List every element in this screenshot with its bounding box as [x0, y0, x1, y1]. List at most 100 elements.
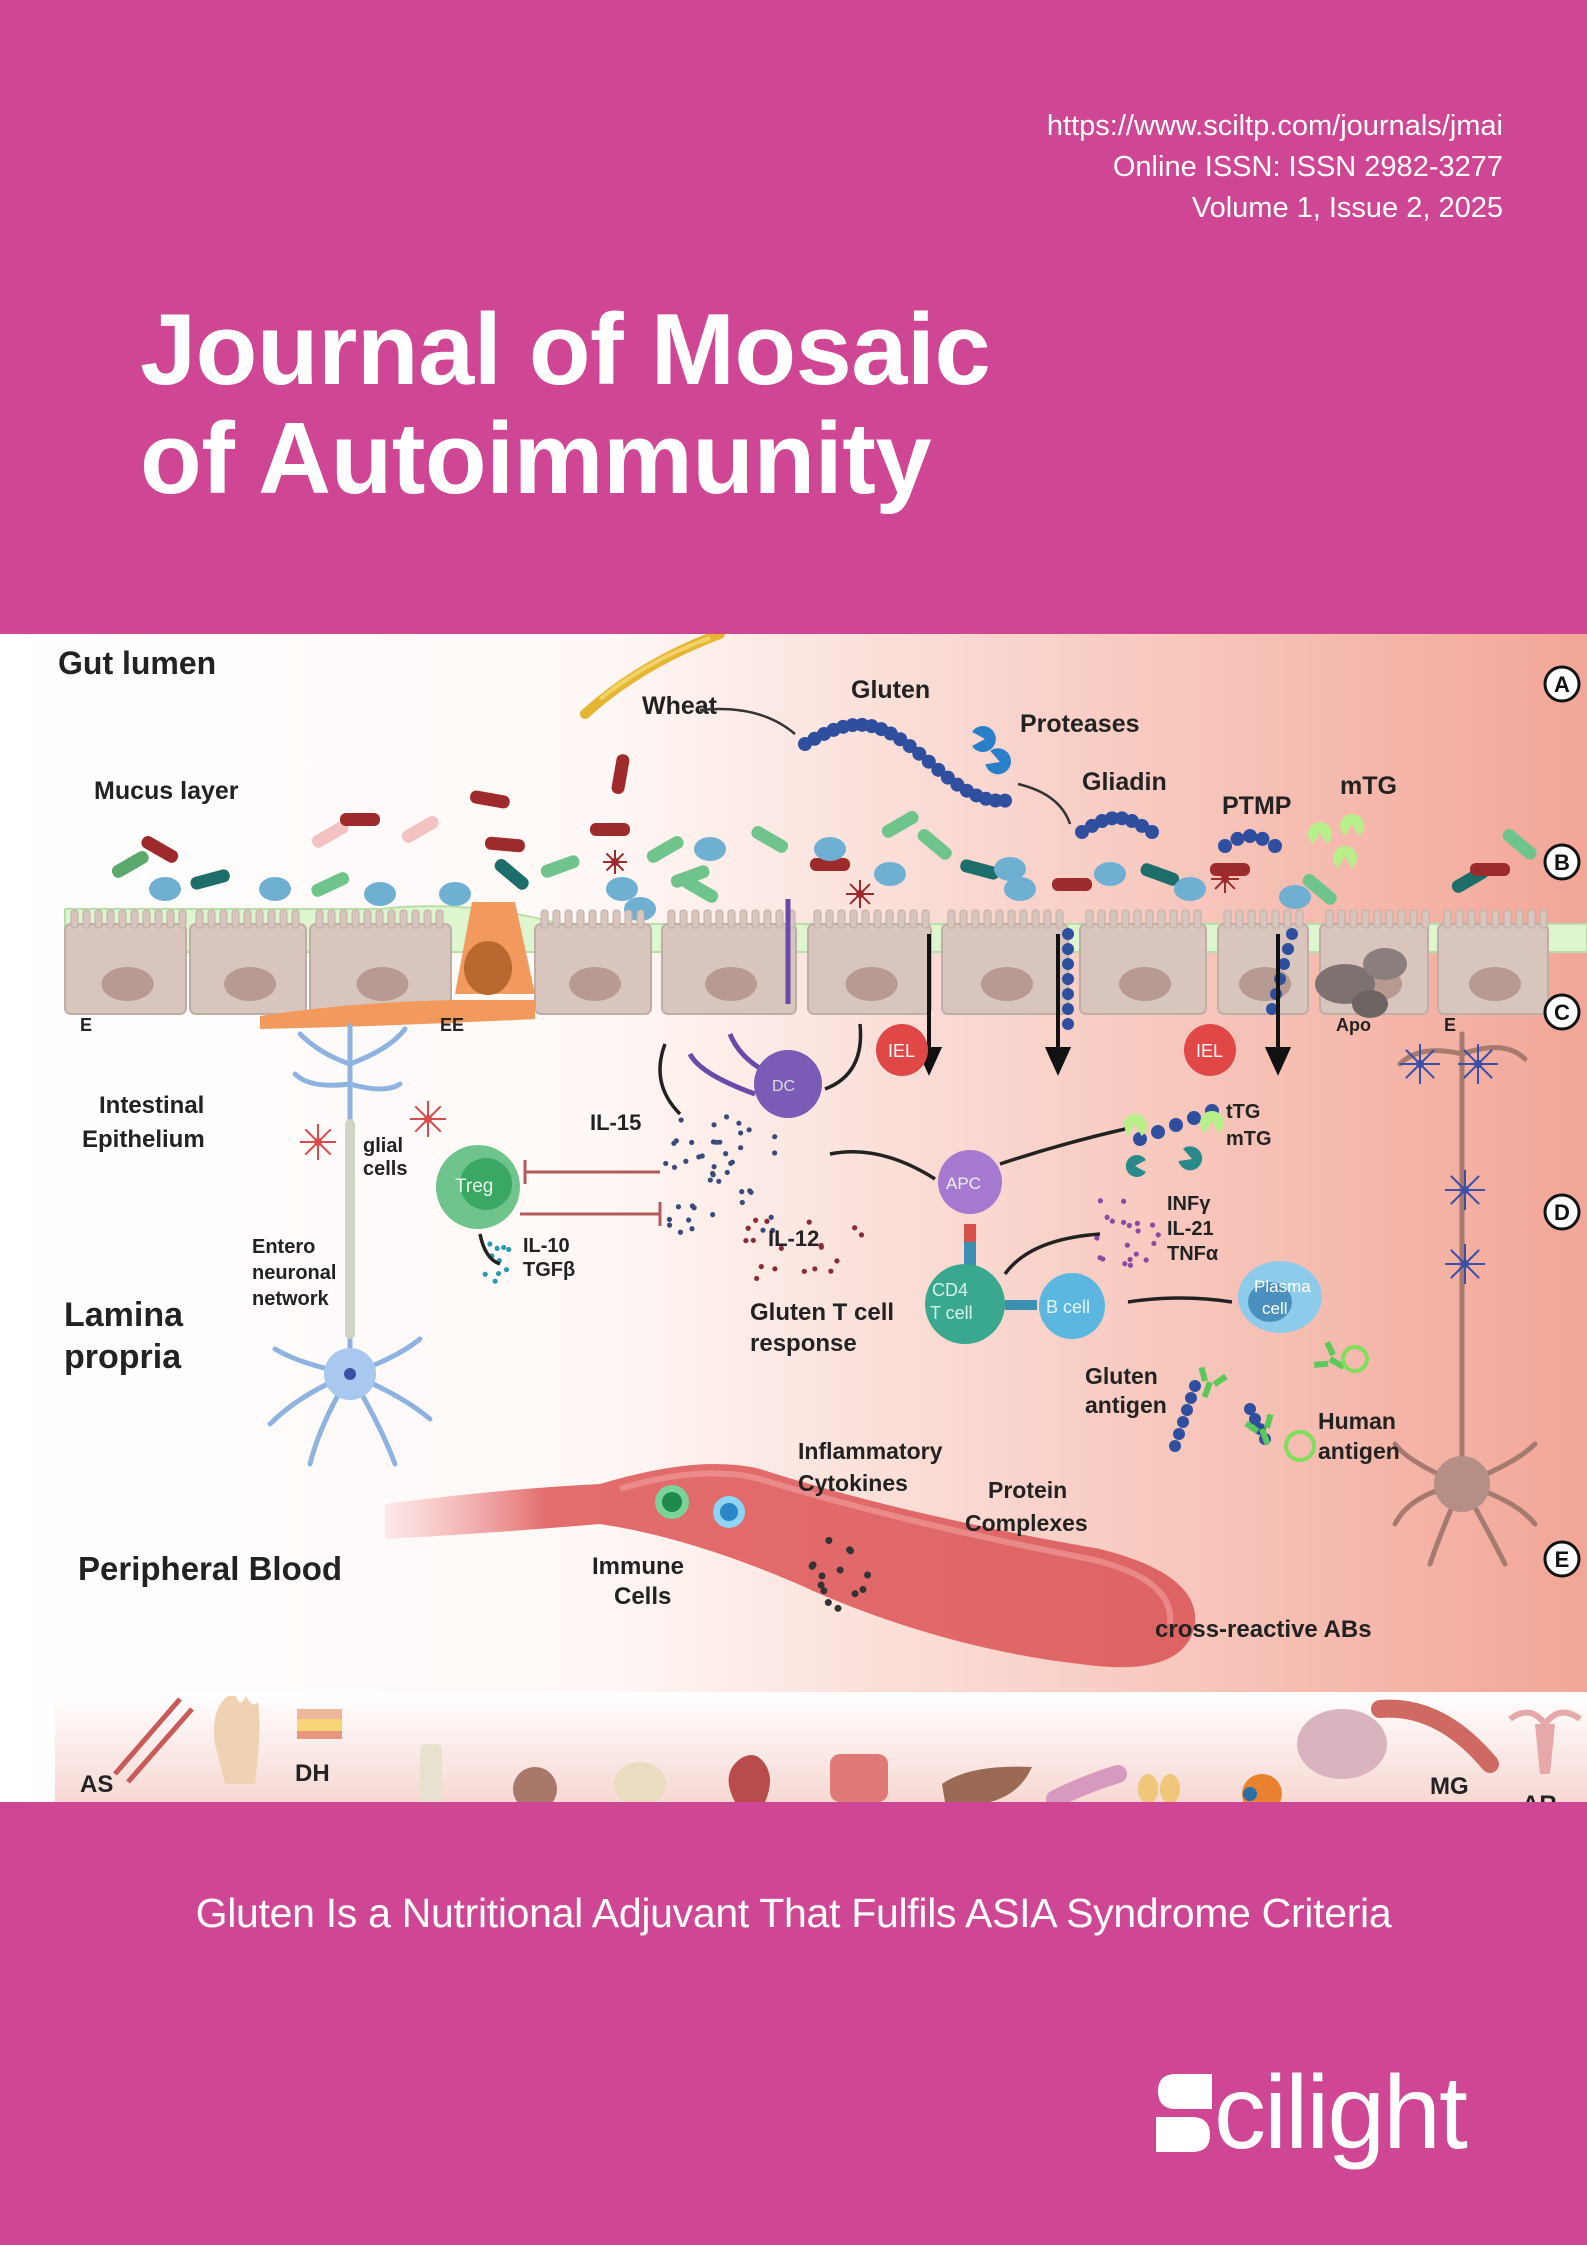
microbe: [1004, 877, 1036, 901]
cytokine: [711, 1122, 717, 1128]
label-network: network: [252, 1288, 330, 1310]
journal-url[interactable]: https://www.sciltp.com/journals/jmai: [1046, 110, 1503, 142]
cover-figure: Gut lumen Mucus layer Intestinal Epithel…: [0, 634, 1587, 1802]
label-cells-blood: Cells: [614, 1583, 671, 1610]
peptide-chain: [1169, 1380, 1201, 1452]
volume-issue: Volume 1, Issue 2, 2025: [1191, 192, 1503, 224]
enzyme: [1178, 1146, 1203, 1171]
liver-icon: [942, 1766, 1032, 1802]
label-iel-2: IEL: [1196, 1041, 1223, 1061]
cytokine: [746, 1127, 752, 1133]
artery-icon: [113, 1697, 194, 1784]
arrow-wheat-gluten: [699, 707, 796, 735]
glial-cell: [603, 850, 627, 874]
label-complexes: Complexes: [965, 1510, 1088, 1536]
b-cell: B cell: [1039, 1273, 1105, 1339]
bacterium: [484, 836, 525, 853]
cytokine: [754, 1275, 760, 1282]
label-treg: Treg: [455, 1176, 493, 1197]
panel-marker-label: E: [1555, 1547, 1570, 1572]
peptide-chain: [1075, 811, 1159, 839]
microbe: [694, 837, 726, 861]
glial-cell: [846, 880, 874, 908]
label-dh: DH: [295, 1760, 330, 1787]
blood-cytokine: [808, 1562, 816, 1570]
epithelial-cell: [534, 909, 652, 1015]
cytokine: [673, 1138, 679, 1144]
label-gut-lumen: Gut lumen: [58, 645, 216, 681]
cytokine: [828, 1268, 834, 1274]
bacterium: [190, 869, 230, 890]
cytokine: [663, 1160, 669, 1167]
label-human-antigen-1: Human: [1318, 1408, 1396, 1434]
enteric-neuron-left: [267, 1023, 433, 1467]
cytokine: [689, 1226, 695, 1232]
cytokine: [764, 1218, 770, 1224]
bacterium: [917, 829, 952, 860]
cytokine: [738, 1145, 744, 1151]
cytokine: [760, 1227, 766, 1233]
panel-marker-e: E: [1543, 1540, 1581, 1578]
label-il21: IL-21: [1167, 1218, 1214, 1240]
label-infg: INFγ: [1167, 1193, 1211, 1215]
cytokine: [671, 1164, 678, 1170]
bacterium: [590, 823, 630, 836]
treg-cell: Treg: [436, 1145, 520, 1229]
label-gluten-t-cell: Gluten T cell: [750, 1299, 894, 1326]
cytokine: [1126, 1222, 1132, 1229]
enzyme: [985, 748, 1011, 775]
cytokine-dots: [482, 1114, 1161, 1284]
cytokine: [683, 1158, 689, 1164]
human-antigen-icon: [1341, 1345, 1369, 1373]
label-ar: AR: [1522, 1791, 1557, 1802]
cytokine: [1127, 1256, 1133, 1263]
label-glial: glial: [363, 1135, 403, 1157]
cytokine: [1097, 1198, 1103, 1204]
panel-marker-label: A: [1554, 672, 1570, 697]
cytokine: [768, 1214, 774, 1220]
apoptotic-cell: [1315, 948, 1407, 1018]
label-t-cell: T cell: [930, 1303, 973, 1323]
label-as: AS: [80, 1771, 113, 1798]
label-tnfa: TNFα: [1167, 1243, 1219, 1265]
cytokine: [772, 1150, 778, 1156]
label-gliadin: Gliadin: [1082, 768, 1167, 796]
label-ptmp: PTMP: [1222, 792, 1291, 820]
article-title[interactable]: Gluten Is a Nutritional Adjuvant That Fu…: [195, 1890, 1392, 1936]
epithelial-cell: [661, 909, 797, 1015]
cytokine: [1134, 1220, 1141, 1226]
cytokine: [1104, 1214, 1110, 1220]
microbe: [259, 877, 291, 901]
label-cells: cells: [363, 1158, 407, 1180]
panel-marker-label: B: [1554, 850, 1570, 875]
enteric-neuron-right: [1392, 1031, 1538, 1567]
cytokine: [747, 1188, 753, 1194]
glial-cell: [1400, 1044, 1440, 1084]
panel-marker-b: B: [1543, 843, 1581, 881]
microbe: [606, 877, 638, 901]
cytokine: [745, 1225, 751, 1231]
blood-cytokines: [808, 1537, 872, 1612]
cytokine: [1122, 1261, 1128, 1267]
human-antigen-icon: [1284, 1430, 1316, 1462]
bacterium: [141, 836, 179, 863]
cytokine: [1149, 1222, 1156, 1228]
label-apc: APC: [946, 1174, 981, 1193]
cytokine: [716, 1178, 722, 1184]
epithelial-cell: [1437, 909, 1549, 1015]
label-epithelium: Epithelium: [82, 1126, 205, 1153]
cytokine: [778, 1245, 784, 1251]
journal-metadata: https://www.sciltp.com/journals/jmai Onl…: [1047, 106, 1503, 229]
microbe: [1174, 877, 1206, 901]
epithelial-cell: [1079, 909, 1207, 1015]
cytokine: [1151, 1240, 1157, 1247]
bacterium: [611, 754, 630, 794]
blood-cytokine: [825, 1537, 833, 1545]
cytokine: [738, 1130, 744, 1136]
cytokine: [710, 1212, 716, 1218]
cytokine: [494, 1245, 500, 1251]
cytokine: [495, 1270, 502, 1277]
thyroid-icon: [1138, 1774, 1180, 1802]
journal-title-line-2: of Autoimmunity: [140, 403, 932, 515]
peptide-chain: [1062, 928, 1074, 1030]
